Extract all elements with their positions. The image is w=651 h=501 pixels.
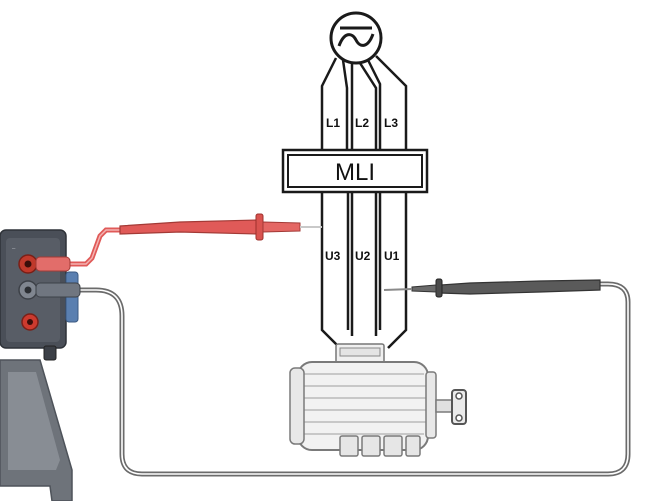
label-u1: U1 <box>384 249 400 263</box>
line-l3-right <box>375 55 408 150</box>
tester-marking: – <box>12 246 16 252</box>
label-u2: U2 <box>355 249 371 263</box>
motor-foot-1 <box>339 435 359 457</box>
motor-end-cap <box>289 367 305 445</box>
lead-u3-left <box>320 192 341 349</box>
tester-stand <box>0 359 73 501</box>
mli-label: MLI <box>335 159 375 186</box>
black-probe-assembly <box>35 278 631 477</box>
motor-leads <box>320 192 408 349</box>
motor-fins <box>302 373 426 435</box>
supply-lines <box>320 55 408 150</box>
red-probe-handle <box>119 219 259 235</box>
line-l3-left <box>366 59 382 150</box>
mli-box-inner <box>287 154 423 188</box>
sine-wave-icon <box>337 33 375 47</box>
motor-foot-2 <box>361 435 381 457</box>
black-probe-neck <box>411 284 437 293</box>
stand-highlight <box>8 372 60 470</box>
motor-foot-4 <box>405 435 421 457</box>
com-input-socket-hole <box>24 286 32 294</box>
line-l2-right <box>358 62 378 150</box>
red-probe-neck <box>262 221 301 233</box>
black-probe-plug <box>35 282 81 298</box>
label-l1: L1 <box>326 116 340 130</box>
motor-coupling-bolt-bottom <box>455 414 463 422</box>
motor-foot-3 <box>383 435 403 457</box>
line-l1-left <box>320 57 338 150</box>
ac-source <box>329 11 383 65</box>
red-input-socket-hole <box>24 260 32 268</box>
black-probe-tip <box>383 288 413 291</box>
guard-input-socket-hole <box>27 319 33 325</box>
label-l3: L3 <box>384 116 398 130</box>
motor-flange <box>425 371 437 439</box>
motor-feet <box>339 435 421 457</box>
black-probe-guard <box>435 278 443 298</box>
motor-terminal-box-top <box>339 347 381 357</box>
red-probe-guard <box>255 213 264 241</box>
red-probe-assembly <box>35 213 322 272</box>
motor-coupling-bolt-top <box>455 392 463 400</box>
tester-knob <box>43 345 57 361</box>
electric-motor <box>289 343 467 457</box>
label-l2: L2 <box>355 116 369 130</box>
mli-converter: MLI <box>281 148 429 194</box>
motor-coupling <box>451 389 467 425</box>
black-probe-handle <box>439 279 601 295</box>
lead-u1-right <box>387 192 408 349</box>
black-probe-cable-inner <box>76 283 629 475</box>
red-probe-plug <box>35 256 71 272</box>
red-probe-cable-inner <box>40 229 120 265</box>
label-u3: U3 <box>325 249 341 263</box>
line-l1-right <box>341 59 349 150</box>
